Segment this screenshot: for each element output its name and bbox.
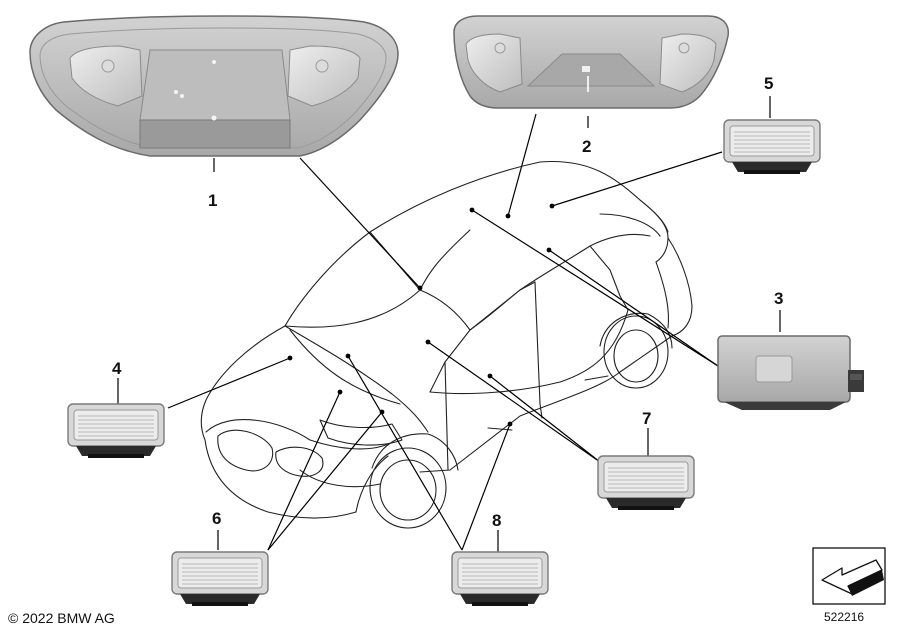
- callout-6: 6: [212, 509, 222, 528]
- callout-7: 7: [642, 409, 652, 428]
- control-module: [717, 335, 864, 410]
- arrow-down-left-icon: [812, 547, 886, 605]
- rear-roof-module: [453, 15, 730, 109]
- courtesy-light-4: [67, 403, 165, 459]
- callout-8: 8: [492, 511, 502, 530]
- callout-3: 3: [774, 289, 784, 308]
- callout-1: 1: [208, 191, 218, 210]
- courtesy-light-7: [597, 455, 695, 511]
- courtesy-light-8: [451, 551, 549, 607]
- document-number: 522216: [824, 610, 865, 624]
- callout-5: 5: [764, 74, 774, 93]
- callout-4: 4: [112, 359, 122, 378]
- copyright-text: © 2022 BMW AG: [8, 610, 115, 626]
- leader-dots: [287, 203, 555, 427]
- front-roof-module: [29, 15, 399, 157]
- car-outline: [200, 160, 693, 529]
- callout-2: 2: [582, 137, 592, 156]
- courtesy-light-5: [723, 119, 821, 175]
- courtesy-light-6: [171, 551, 269, 607]
- leader-lines: [117, 96, 781, 552]
